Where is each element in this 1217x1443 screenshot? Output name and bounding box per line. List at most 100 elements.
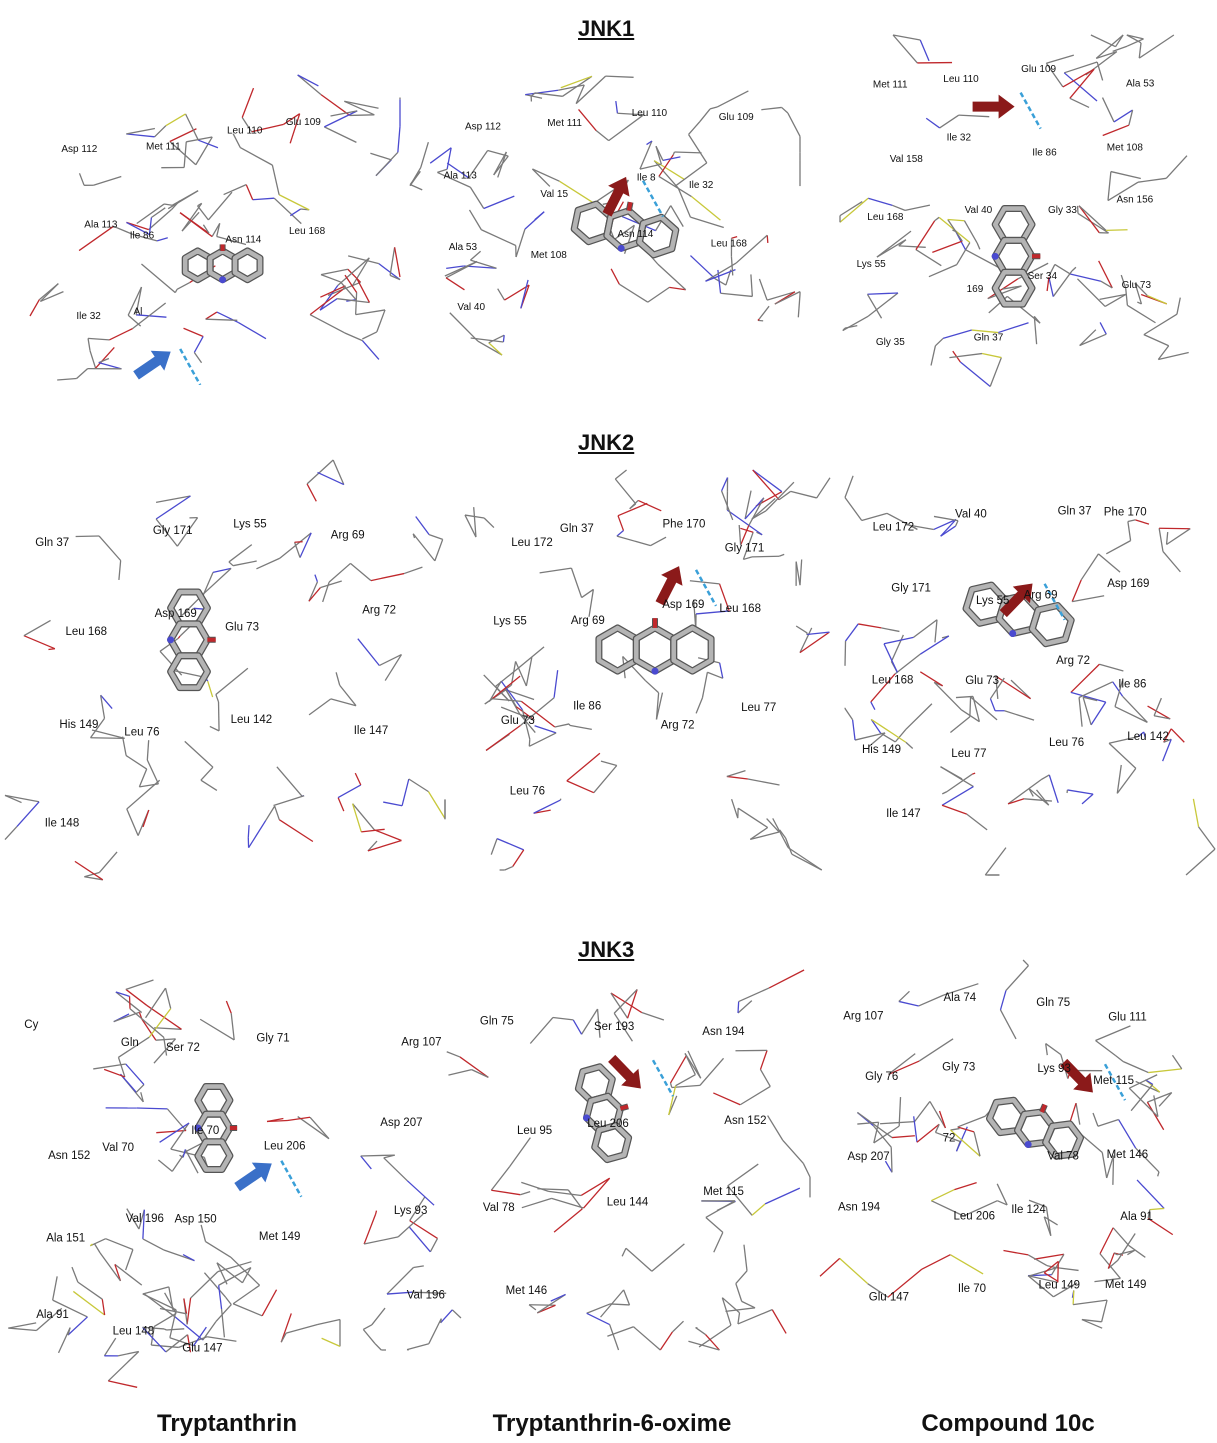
residue-label: Glu 73	[225, 621, 259, 633]
hydrogen-bond	[1103, 1063, 1127, 1101]
residue-label: Leu 168	[66, 626, 108, 638]
residue-label: Gln 37	[974, 332, 1004, 343]
protein-backbone	[839, 34, 1189, 387]
residue-label: Val 40	[965, 205, 993, 216]
residue-label: Ile 32	[689, 180, 714, 191]
residue-label: Asn 114	[225, 235, 261, 246]
residue-label: Met 149	[259, 1231, 301, 1243]
residue-label: Asn 156	[1117, 195, 1154, 206]
residue-label: Lys 55	[857, 259, 887, 270]
column-label-compound-10c: Compound 10c	[921, 1410, 1095, 1437]
residue-label: Lys 55	[233, 519, 266, 531]
residue-label: Ile 86	[573, 701, 601, 713]
blue-arrow-icon	[234, 1162, 272, 1192]
section-title-jnk1: JNK1	[578, 16, 635, 41]
residue-label: Gly 76	[865, 1071, 898, 1083]
ligand-structure	[194, 1083, 238, 1173]
residue-label: Asp 150	[175, 1214, 217, 1226]
residue-label: 169	[967, 284, 984, 295]
residue-label: Asp 207	[380, 1117, 422, 1129]
residue-label: 72	[943, 1132, 956, 1144]
residue-label: Met 146	[506, 1285, 548, 1297]
residue-label: Cy	[24, 1019, 38, 1031]
residue-label: Leu 77	[741, 702, 776, 714]
residue-label: Ala 113	[84, 220, 118, 231]
residue-label: Val 40	[457, 302, 485, 313]
residue-label: Ser 193	[594, 1021, 634, 1033]
residue-label: Ser 34	[1028, 271, 1058, 282]
residue-label: Leu 206	[954, 1210, 996, 1222]
residue-label: Ala 113	[444, 171, 478, 182]
protein-backbone	[360, 969, 811, 1351]
protein-backbone	[464, 469, 831, 871]
residue-label: Asn 194	[702, 1026, 745, 1038]
residue-label: Leu 168	[867, 212, 904, 223]
section-title-jnk2: JNK2	[578, 430, 635, 455]
residue-label: Leu 206	[264, 1140, 306, 1152]
residue-label: Glu 73	[1122, 280, 1152, 291]
residue-label: Ala 74	[944, 992, 977, 1004]
residue-label: Ile 147	[886, 808, 921, 820]
residue-label: Leu 172	[511, 537, 553, 549]
residue-label: Gly 171	[725, 542, 765, 554]
residue-label: Gln 75	[1036, 997, 1070, 1009]
hydrogen-bond	[280, 1160, 303, 1198]
ligand-structure	[595, 618, 715, 675]
residue-label: Leu 76	[1049, 737, 1084, 749]
red-arrow-icon	[655, 566, 683, 606]
protein-backbone	[819, 959, 1183, 1329]
column-label-tryptanthrin-oxime: Tryptanthrin-6-oxime	[492, 1410, 732, 1437]
residue-label: Ile 147	[354, 725, 389, 737]
residue-label: Ile 32	[947, 132, 972, 143]
residue-label: Val 196	[407, 1290, 445, 1302]
residue-label: Gly 33	[1048, 205, 1077, 216]
residue-label: Asp 112	[465, 122, 501, 133]
residue-label: Ala 53	[1126, 78, 1155, 89]
residue-label: Leu 148	[113, 1325, 155, 1337]
residue-label: Ile 86	[1032, 148, 1057, 159]
ligand-structure	[986, 1096, 1084, 1160]
residue-label: Met 111	[547, 118, 582, 129]
residue-label: Arg 107	[843, 1011, 883, 1023]
residue-label: Gly 171	[891, 583, 931, 595]
residue-label: Met 108	[1107, 143, 1144, 154]
residue-label: Leu 142	[1127, 731, 1169, 743]
ligand-structure	[991, 205, 1041, 308]
residue-label: Ile 86	[1118, 678, 1146, 690]
residue-label: Lys 93	[394, 1205, 427, 1217]
residue-label: Asn 194	[838, 1202, 881, 1214]
protein-backbone	[29, 74, 401, 381]
residue-label: Asn 152	[724, 1115, 766, 1127]
protein-backbone	[409, 75, 801, 356]
residue-label: Al	[134, 307, 143, 318]
residue-label: Leu 142	[231, 714, 273, 726]
protein-backbone	[844, 475, 1216, 876]
residue-label: Phe 170	[1104, 506, 1147, 518]
residue-label: Ile 86	[130, 231, 155, 242]
residue-label: Leu 95	[517, 1125, 552, 1137]
residue-label: Gln 75	[480, 1016, 514, 1028]
residue-label: Gln	[121, 1037, 139, 1049]
residue-label: Gln 37	[35, 537, 69, 549]
hydrogen-bond	[651, 1059, 675, 1097]
residue-label: Gly 171	[153, 525, 193, 537]
red-arrow-icon	[608, 1054, 641, 1089]
residue-label: Asp 207	[848, 1151, 890, 1163]
residue-label: Ala 91	[1120, 1211, 1153, 1223]
residue-label: Met 111	[146, 141, 181, 152]
residue-label: Val 15	[540, 189, 568, 200]
hydrogen-bond	[179, 348, 202, 385]
residue-label: Leu 168	[289, 226, 326, 237]
